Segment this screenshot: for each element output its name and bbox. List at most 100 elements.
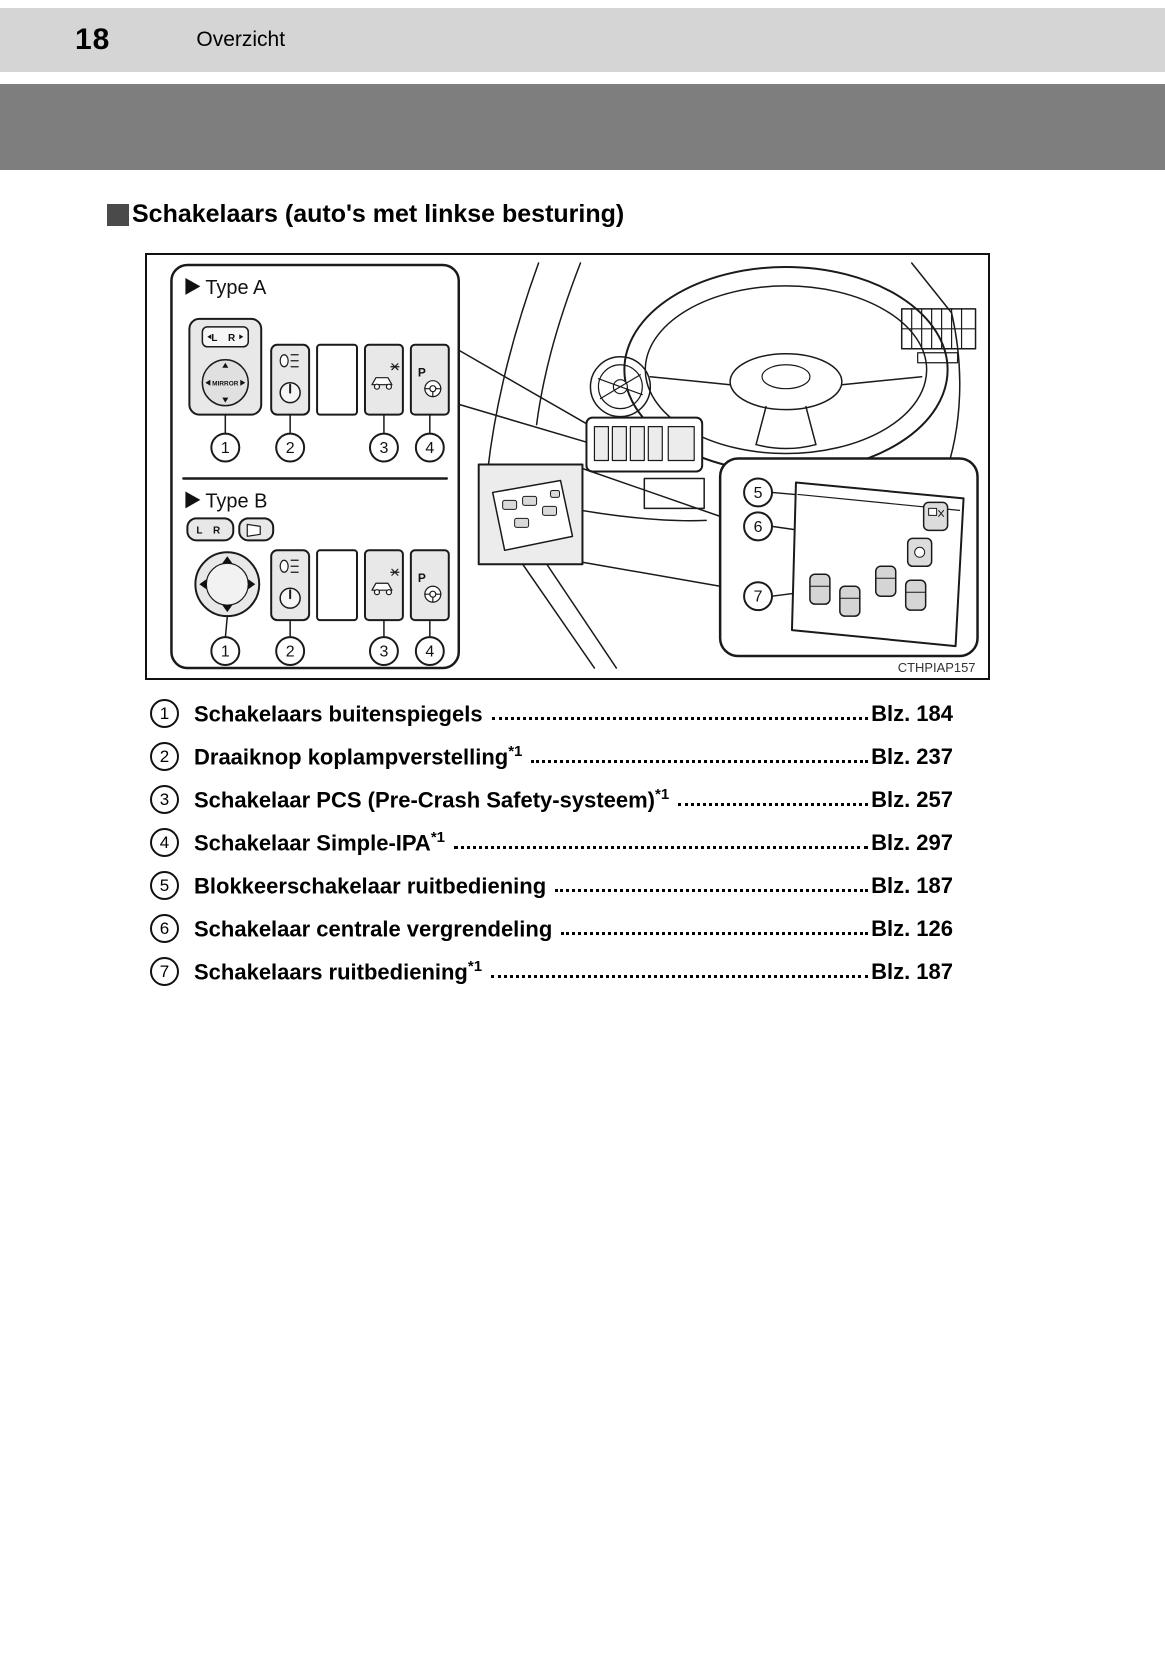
dot-leader	[491, 975, 869, 978]
type-a-section: Type A L R MIRROR	[185, 277, 450, 463]
ipa-switch-a: P	[409, 343, 450, 416]
section-title: Overzicht	[196, 28, 286, 51]
door-switch-inset	[477, 463, 584, 566]
manual-page: 18 Overzicht Schakelaars (auto's met lin…	[0, 8, 1165, 987]
item-number-badge: 4	[150, 828, 179, 857]
dashboard-sketch	[477, 262, 977, 669]
dot-leader	[454, 846, 869, 849]
page-reference: Blz. 184	[871, 700, 953, 726]
item-number-badge: 1	[150, 699, 179, 728]
item-label-text: Blokkeerschakelaar ruitbediening	[194, 873, 547, 899]
mirror-switch-b: L R	[186, 517, 275, 618]
callout-4b: 4	[425, 644, 434, 661]
list-item: 4 Schakelaar Simple-IPA*1 Blz. 297	[150, 827, 953, 858]
list-item: 5 Blokkeerschakelaar ruitbediening Blz. …	[150, 870, 953, 901]
figure-code: CTHPIAP157	[898, 660, 976, 675]
heading: Schakelaars (auto's met linkse besturing…	[107, 200, 1165, 229]
callouts-type-b: 1 2 3 4	[210, 636, 445, 667]
callout-6: 6	[743, 511, 774, 542]
callout-5: 5	[743, 477, 774, 508]
page-header: 18 Overzicht	[0, 8, 1165, 72]
item-label: Draaiknop koplampverstelling*1	[194, 743, 522, 770]
dot-leader	[491, 717, 869, 720]
callout-2b: 2	[286, 644, 295, 661]
footnote-marker: *1	[655, 785, 670, 803]
type-b-section: Type B L R	[185, 490, 450, 667]
item-label-text: Schakelaar centrale vergrendeling	[194, 916, 553, 942]
callouts-type-a: 1 2 3 4	[210, 432, 445, 463]
type-a-label: Type A	[205, 277, 267, 299]
ipa-p-label-a: P	[418, 366, 426, 380]
item-label: Schakelaars buitenspiegels	[194, 700, 483, 727]
list-item: 7 Schakelaars ruitbediening*1 Blz. 187	[150, 956, 953, 987]
item-number-badge: 2	[150, 742, 179, 771]
item-label: Schakelaar Simple-IPA*1	[194, 829, 445, 856]
chapter-band	[0, 84, 1165, 170]
page-reference: Blz. 257	[871, 786, 953, 812]
blank-switch-b	[316, 549, 358, 622]
footnote-marker: *1	[467, 957, 483, 975]
dot-leader	[561, 932, 869, 935]
lr-label-b: L R	[196, 525, 224, 536]
blank-switch-a	[316, 343, 358, 416]
pointer-wedge	[459, 350, 603, 448]
ipa-switch-b: P	[409, 549, 450, 622]
steering-wheel	[623, 265, 949, 474]
air-vent-round	[589, 356, 652, 418]
footnote-marker: *1	[508, 742, 523, 760]
item-number-badge: 3	[150, 785, 179, 814]
headlight-leveling-dial-b	[270, 549, 311, 622]
footnote-marker: *1	[430, 828, 445, 846]
dot-leader	[531, 760, 869, 763]
item-label-text: Draaiknop koplampverstelling	[194, 744, 509, 770]
item-number-badge: 6	[150, 914, 179, 943]
item-number-badge: 7	[150, 957, 179, 986]
mirror-switch-a: L R MIRROR	[188, 317, 263, 416]
page-reference: Blz. 237	[871, 743, 953, 769]
callout-7-num: 7	[754, 589, 763, 606]
list-item: 1 Schakelaars buitenspiegels Blz. 184	[150, 698, 953, 729]
callout-2a: 2	[286, 440, 295, 457]
pcs-switch-a	[363, 343, 404, 416]
list-item: 6 Schakelaar centrale vergrendeling Blz.…	[150, 913, 953, 944]
dot-leader	[555, 889, 869, 892]
page-reference: Blz. 187	[871, 872, 953, 898]
callout-1a: 1	[221, 440, 230, 457]
dot-leader	[678, 803, 869, 806]
list-item: 2 Draaiknop koplampverstelling*1 Blz. 23…	[150, 741, 953, 772]
callout-3b: 3	[379, 644, 388, 661]
page-reference: Blz. 126	[871, 915, 953, 941]
lr-label-a: L R	[211, 333, 239, 344]
reference-list: 1 Schakelaars buitenspiegels Blz. 184 2 …	[150, 698, 953, 987]
switches-figure: Type A L R MIRROR	[145, 253, 990, 680]
list-item: 3 Schakelaar PCS (Pre-Crash Safety-syste…	[150, 784, 953, 815]
callout-7: 7	[743, 581, 774, 612]
item-label: Blokkeerschakelaar ruitbediening	[194, 872, 546, 899]
mirror-label: MIRROR	[212, 381, 239, 388]
item-label: Schakelaar PCS (Pre-Crash Safety-systeem…	[194, 786, 669, 813]
callout-1b: 1	[221, 644, 230, 661]
page-reference: Blz. 187	[871, 958, 953, 984]
page-reference: Blz. 297	[871, 829, 953, 855]
page-number: 18	[75, 23, 111, 56]
square-bullet-icon	[107, 203, 129, 226]
item-label-text: Schakelaar Simple-IPA	[194, 830, 431, 856]
item-label: Schakelaars ruitbediening*1	[194, 958, 482, 985]
callout-3a: 3	[379, 440, 388, 457]
headlight-leveling-dial-a	[270, 343, 311, 416]
ipa-p-label-b: P	[418, 571, 426, 585]
heading-text: Schakelaars (auto's met linkse besturing…	[132, 200, 625, 228]
dash-switch-cluster	[585, 416, 705, 510]
air-vent-grid	[900, 308, 977, 364]
window-switch-zoom-box: 5 6 7	[718, 457, 979, 658]
pcs-switch-b	[363, 549, 404, 622]
item-label: Schakelaar centrale vergrendeling	[194, 915, 552, 942]
item-label-text: Schakelaar PCS (Pre-Crash Safety-systeem…	[194, 787, 656, 813]
type-b-label: Type B	[205, 490, 267, 512]
window-switch-panel	[790, 481, 965, 648]
dashboard-illustration: Type A L R MIRROR	[170, 262, 979, 675]
item-number-badge: 5	[150, 871, 179, 900]
switch-types-panel: Type A L R MIRROR	[170, 263, 461, 670]
callout-4a: 4	[425, 440, 434, 457]
item-label-text: Schakelaars ruitbediening	[194, 959, 468, 985]
